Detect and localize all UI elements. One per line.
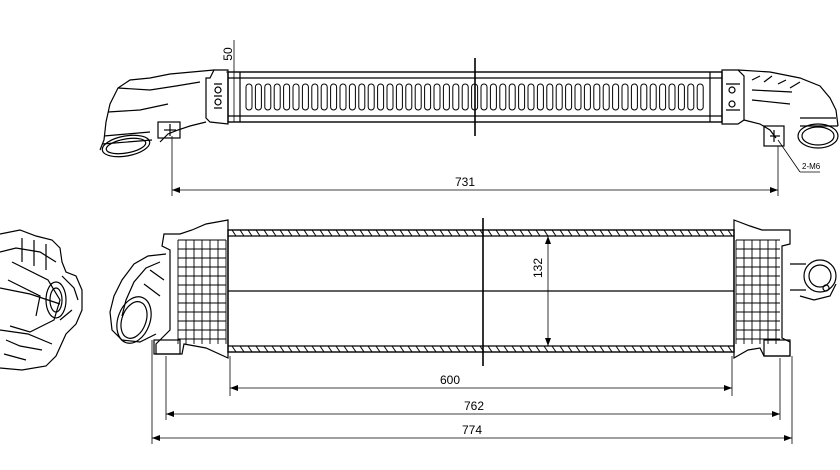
dimension-height-front: 132	[531, 258, 545, 278]
top-view	[99, 40, 839, 196]
dimension-width-top: 731	[455, 175, 475, 189]
core-edge-pattern	[231, 229, 733, 353]
core-fin-pattern	[245, 83, 704, 111]
dimension-height-top: 50	[221, 47, 235, 61]
thread-callout: 2-M6	[802, 162, 821, 171]
side-view	[0, 229, 83, 371]
dimension-width-762: 762	[464, 399, 484, 413]
dimension-core-width: 600	[440, 373, 460, 387]
right-tank	[721, 69, 839, 149]
left-tank-front	[109, 219, 229, 359]
dimension-overall-width: 774	[462, 423, 482, 437]
left-tank	[99, 69, 229, 158]
front-view	[109, 218, 837, 444]
right-tank-front	[733, 219, 837, 360]
